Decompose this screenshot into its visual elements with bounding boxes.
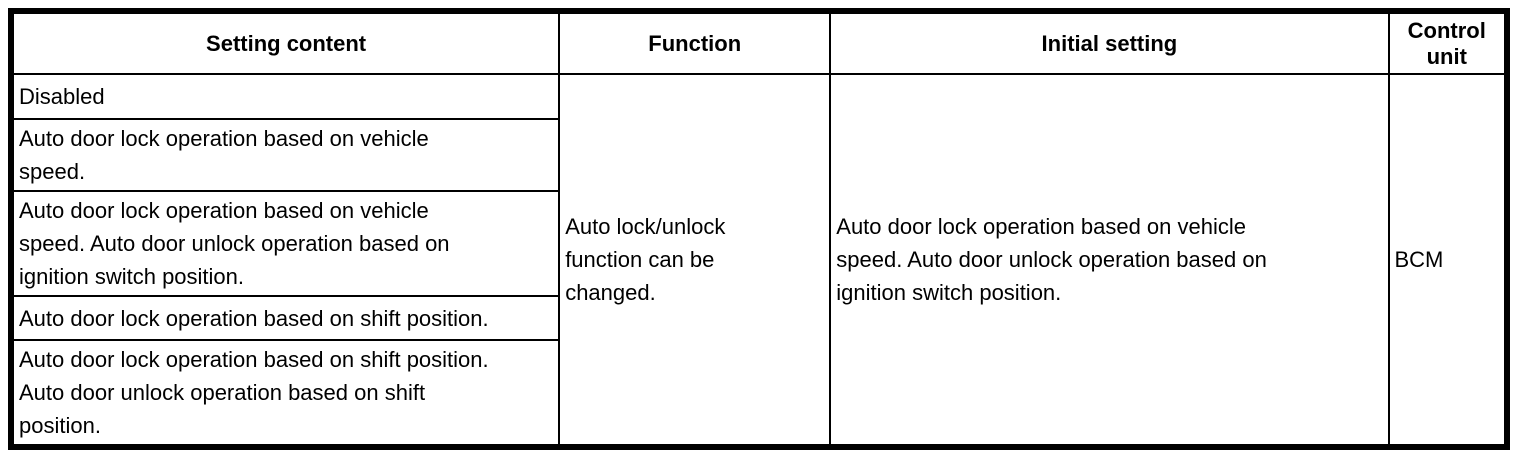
setting-content-cell-lock-unlock-shift-position: Auto door lock operation based on shift … (9, 339, 561, 448)
table-row-lock-shift-position: Auto door lock operation based on shift … (9, 295, 1507, 341)
function-cell: Auto lock/unlock function can be changed… (558, 73, 832, 448)
header-row: Setting content Function Initial setting… (9, 10, 1508, 75)
setting-content-cell-lock-shift-position: Auto door lock operation based on shift … (9, 295, 561, 341)
setting-content-cell-lock-vehicle-speed: Auto door lock operation based on vehicl… (9, 118, 561, 192)
setting-content-cell-disabled: Disabled (9, 73, 561, 120)
table-row-disabled: Disabled Auto lock/unlock function can b… (9, 73, 1508, 448)
table-row-lock-vehicle-speed-unlock-ignition: Auto door lock operation based on vehicl… (9, 190, 1507, 297)
auto-door-lock-settings-table: Setting content Function Initial setting… (8, 8, 1510, 450)
setting-content-cell-lock-vehicle-speed-unlock-ignition: Auto door lock operation based on vehicl… (9, 190, 561, 297)
col-header-setting-content: Setting content (9, 10, 561, 75)
table-row-lock-vehicle-speed: Auto door lock operation based on vehicl… (9, 118, 1507, 192)
table-row-lock-unlock-shift-position: Auto door lock operation based on shift … (9, 339, 1507, 448)
col-header-function: Function (558, 10, 832, 75)
control-unit-cell: BCM (1387, 73, 1508, 448)
initial-setting-cell: Auto door lock operation based on vehicl… (829, 73, 1390, 448)
col-header-initial-setting: Initial setting (829, 10, 1390, 75)
col-header-control-unit: Control unit (1387, 10, 1508, 75)
